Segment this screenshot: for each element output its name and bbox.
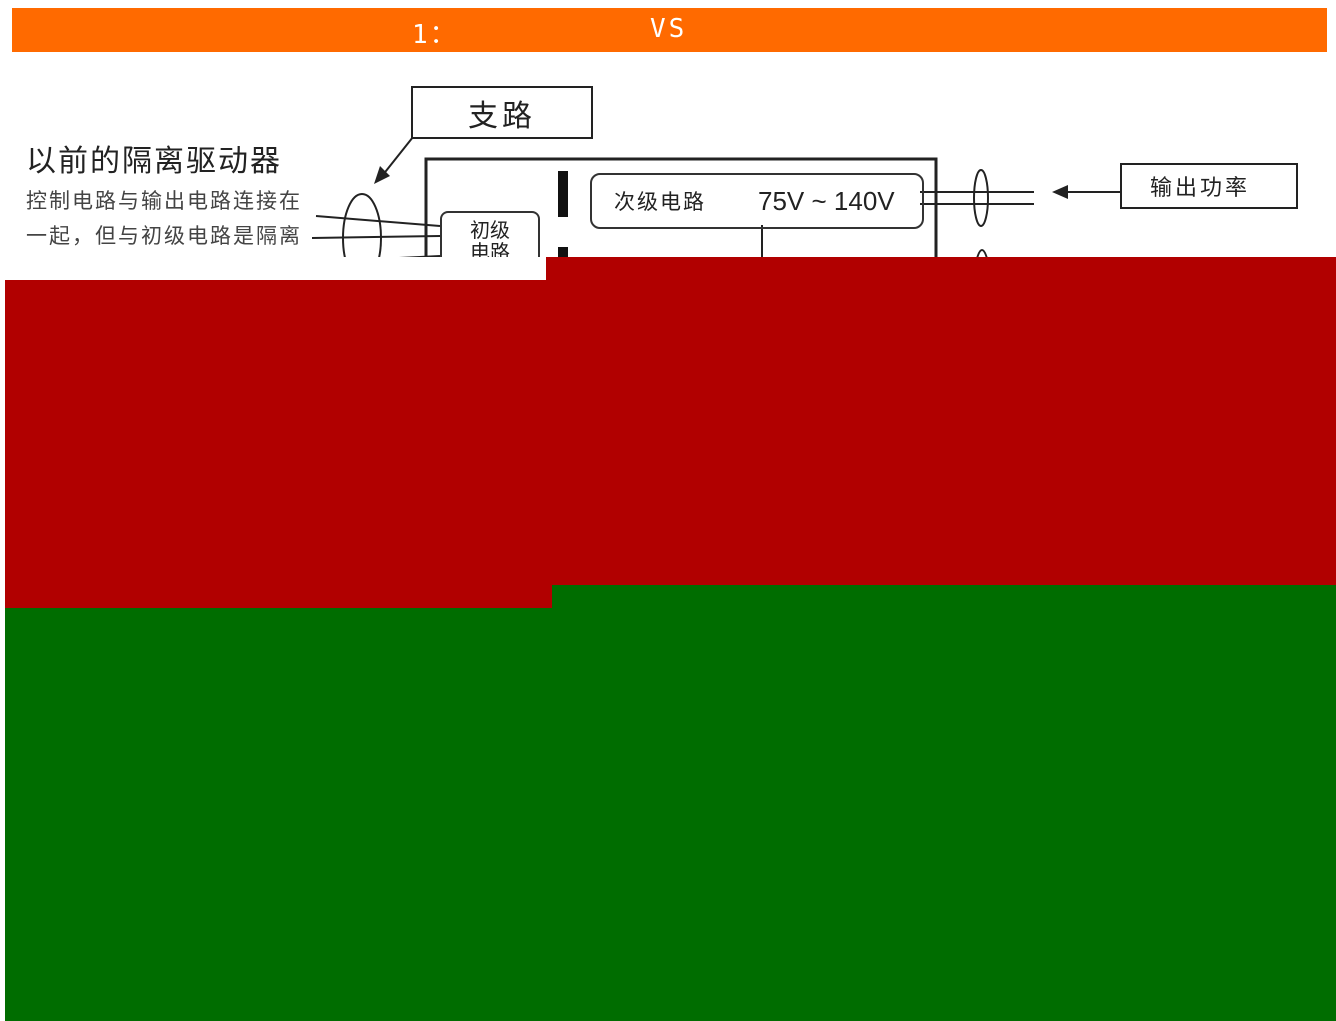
header-number: 1： [412,20,458,50]
output-arrow-head [1052,185,1068,199]
green-overlay-notch [5,585,552,608]
driver-title: 以前的隔离驱动器 [26,144,282,179]
green-overlay-block [5,585,1336,1021]
secondary-circuit-box: 次级电路 75V ~ 140V [590,173,924,229]
input-wire-2 [311,235,441,239]
isolation-barrier-top [558,171,568,217]
driver-description: 控制电路与输出电路连接在一起，但与初级电路是隔离的。 [26,189,302,283]
secondary-circuit-label: 次级电路 [614,190,706,214]
red-overlay-notch [5,257,546,280]
branch-arrow-head [374,166,390,184]
input-wire-1 [315,215,441,227]
header-bar [12,8,1327,52]
red-overlay-block [5,257,1336,607]
branch-arrow-line [381,136,414,177]
voltage-range: 75V ~ 140V [758,185,895,216]
branch-label-box: 支路 [411,86,593,139]
output-power-box: 输出功率 [1120,163,1298,209]
header-vs: VS [650,14,688,44]
output-wire-clamp [973,169,989,227]
